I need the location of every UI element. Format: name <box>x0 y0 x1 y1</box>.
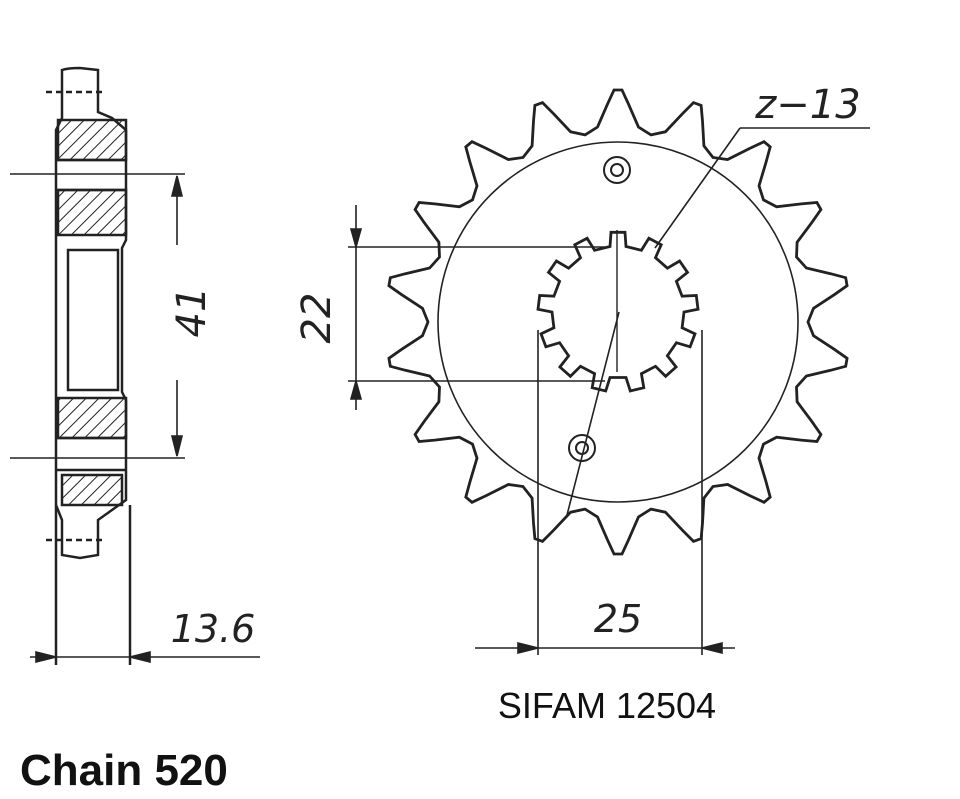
spline-bore <box>536 230 700 393</box>
dim-22-label: 22 <box>294 293 340 344</box>
bolt-hole-top <box>603 156 631 184</box>
side-hatch-bottom <box>60 473 124 507</box>
pitch-circle <box>437 141 799 503</box>
side-hatch-mid-bottom <box>56 396 128 440</box>
side-bore <box>66 248 120 392</box>
sprocket-outer-teeth <box>387 88 849 556</box>
part-reference: SIFAM 12504 <box>498 685 716 726</box>
chain-size: Chain 520 <box>20 746 228 795</box>
side-outline <box>54 66 128 560</box>
dim-22 <box>348 205 605 410</box>
dim-41-label: 41 <box>169 287 215 338</box>
dim-25-label: 25 <box>594 597 642 641</box>
side-view <box>46 66 132 665</box>
front-view <box>387 88 870 556</box>
dim-41 <box>10 173 185 459</box>
dim-25 <box>475 330 735 655</box>
dim-13-6 <box>30 650 260 664</box>
dim-13-6-label: 13.6 <box>171 607 256 651</box>
side-hatch-top <box>56 118 128 162</box>
teeth-count-label: z−13 <box>754 82 860 128</box>
side-hatch-mid-top <box>56 188 128 237</box>
